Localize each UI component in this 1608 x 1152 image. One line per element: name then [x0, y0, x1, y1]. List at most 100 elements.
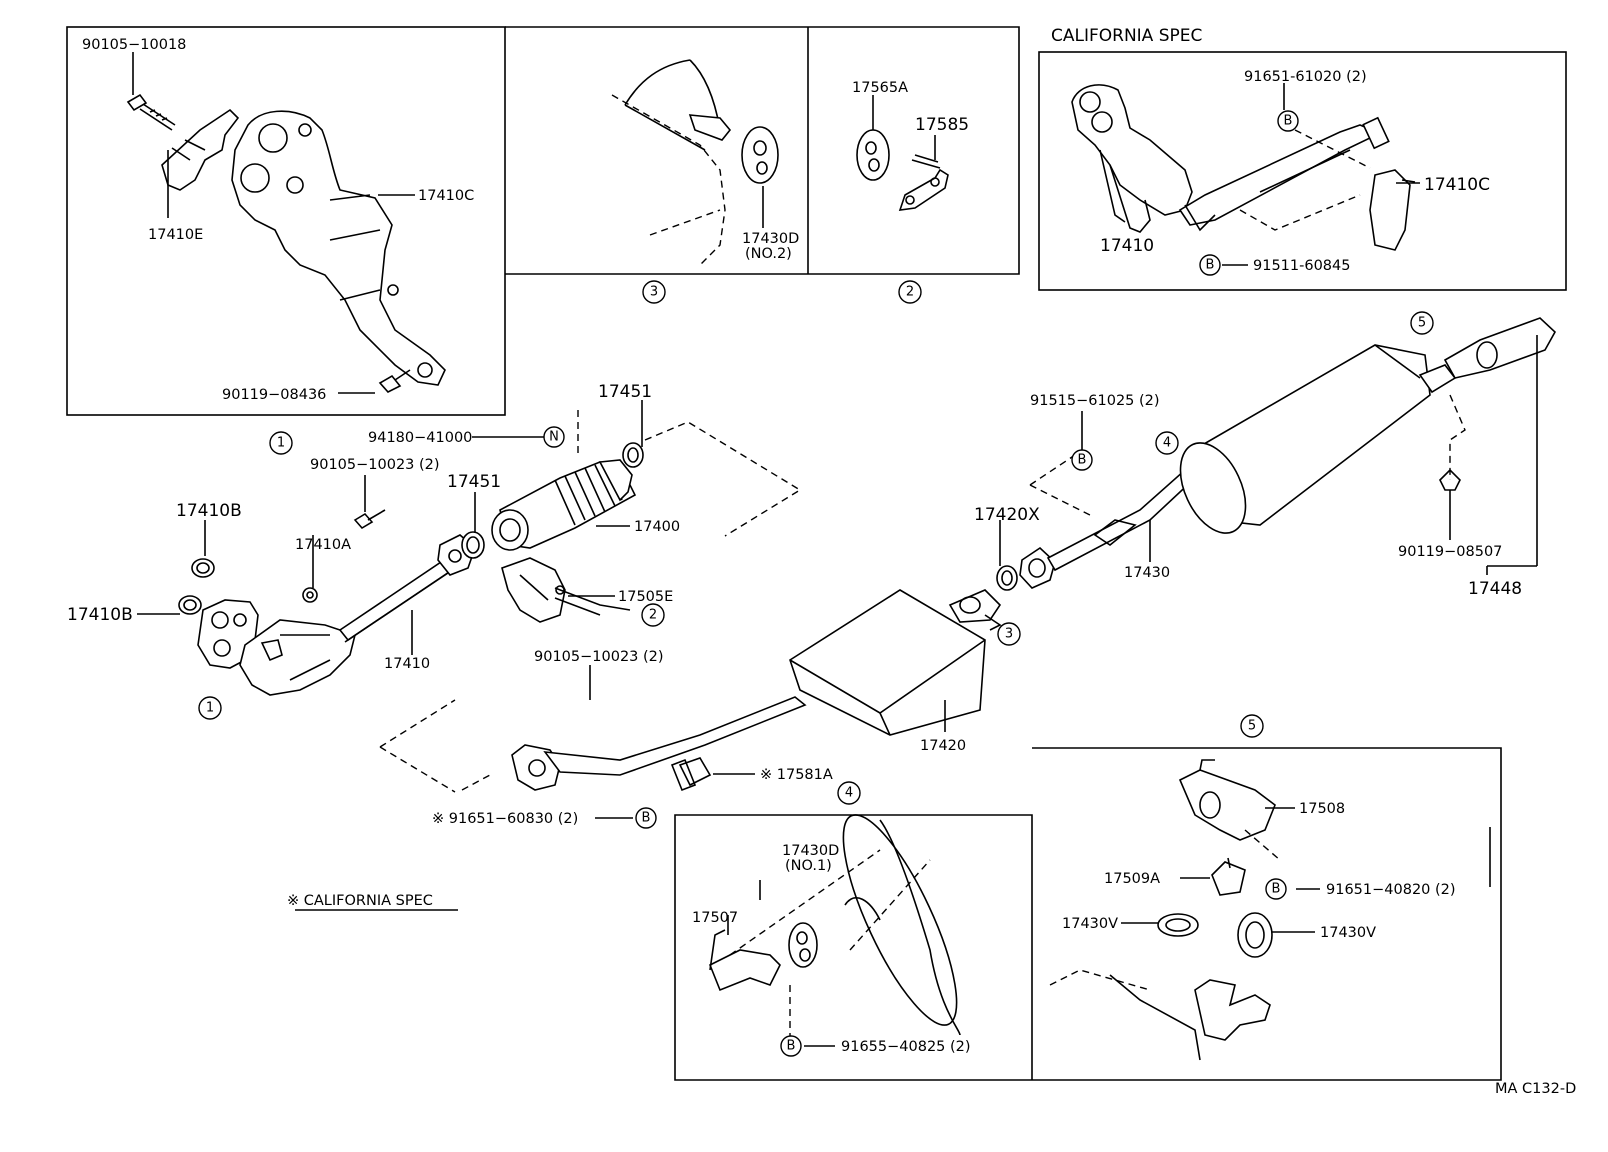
label-17505E: 17505E [618, 589, 673, 605]
catalytic-converter-drawing [461, 410, 802, 559]
label-90119-08436: 90119−08436 [222, 387, 326, 403]
label-17410C-inset: 17410C [418, 188, 474, 204]
callout-b-cal-lower-text: B [1206, 258, 1215, 273]
label-17410E: 17410E [148, 227, 203, 243]
label-91651-61020: 91651-61020 (2) [1244, 69, 1367, 85]
callout-4-inset [837, 781, 861, 805]
california-spec-note: ※ CALIFORNIA SPEC [287, 893, 433, 909]
label-17509A: 17509A [1104, 871, 1160, 887]
part-labels: CALIFORNIA SPEC 90105−10018 17410E 17410… [67, 26, 1576, 1097]
label-91651-40820: 91651−40820 (2) [1326, 882, 1456, 898]
hanger-insert-5-drawing [1049, 759, 1281, 1061]
callout-3-inset [642, 280, 666, 304]
leader-lines [132, 52, 1538, 1047]
label-94180-41000: 94180−41000 [368, 430, 472, 446]
label-17430: 17430 [1124, 565, 1170, 581]
label-17430V-left: 17430V [1062, 916, 1118, 932]
label-17585: 17585 [915, 115, 969, 135]
callout-1-upper [269, 431, 293, 455]
inset-box-3-and-2 [505, 26, 1020, 275]
label-90105-10023-upper: 90105−10023 (2) [310, 457, 440, 473]
callout-4-main [1155, 431, 1179, 455]
label-91515-61025: 91515−61025 (2) [1030, 393, 1160, 409]
label-17451-lower: 17451 [447, 472, 501, 492]
label-17400: 17400 [634, 519, 680, 535]
callout-b-main-lower-text: B [642, 811, 651, 826]
label-17410A: 17410A [295, 537, 351, 553]
inset-box-1 [66, 26, 506, 416]
heat-shield-17505E-drawing [501, 557, 631, 623]
callout-b-inset4 [780, 1035, 802, 1057]
label-17430D-no1: 17430D [782, 843, 839, 859]
callout-5-inset [1240, 714, 1264, 738]
label-17430D-no2: 17430D [742, 231, 799, 247]
center-pipe-17420-drawing [379, 589, 1002, 793]
front-pipe-drawing [197, 534, 476, 696]
callout-b-cal-upper [1277, 110, 1299, 132]
callout-b-main-lower [635, 807, 657, 829]
bolt-90105-10023-upper [353, 509, 386, 530]
label-17410B-upper: 17410B [176, 501, 242, 521]
callout-1-lower [198, 696, 222, 720]
callout-1-lower-text: 1 [206, 701, 214, 716]
callout-4-inset-text: 4 [845, 786, 853, 801]
callout-3-inset-text: 3 [650, 285, 658, 300]
label-17451-upper: 17451 [598, 382, 652, 402]
label-17410B-lower: 17410B [67, 605, 133, 625]
label-17507: 17507 [692, 910, 738, 926]
callout-b-main-upper [1071, 449, 1093, 471]
gaskets-17410B [178, 558, 215, 615]
manifold-bracket-drawing [126, 93, 446, 393]
callout-1-upper-text: 1 [277, 436, 285, 451]
nut-17410A [302, 587, 318, 603]
hanger-insert-3-drawing [611, 59, 779, 266]
callout-n [543, 426, 565, 448]
label-17420: 17420 [920, 738, 966, 754]
label-17581A: ※ 17581A [760, 767, 833, 783]
callout-b-inset4-text: B [787, 1039, 796, 1054]
callout-2-main-text: 2 [649, 608, 657, 623]
label-17410: 17410 [384, 656, 430, 672]
callout-3-main [997, 622, 1021, 646]
inset-box-4-and-5 [674, 747, 1502, 1081]
label-17430D-no2-sub: (NO.2) [745, 246, 792, 262]
label-91655-40825: 91655−40825 (2) [841, 1039, 971, 1055]
diagram-code: MA C132-D [1495, 1081, 1576, 1097]
label-90119-08507: 90119−08507 [1398, 544, 1502, 560]
callout-5-main [1410, 311, 1434, 335]
california-spec-heading: CALIFORNIA SPEC [1051, 26, 1202, 46]
label-17448: 17448 [1468, 579, 1522, 599]
label-90105-10023-lower: 90105−10023 (2) [534, 649, 664, 665]
tailpipe-muffler-drawing [1019, 317, 1557, 589]
label-17430D-no1-sub: (NO.1) [785, 858, 832, 874]
label-17420X: 17420X [974, 505, 1040, 525]
callout-b-cal-lower [1199, 254, 1221, 276]
label-91511-60845: 91511-60845 [1253, 258, 1351, 274]
callout-2-inset [898, 280, 922, 304]
label-17565A: 17565A [852, 80, 908, 96]
callout-3-main-text: 3 [1005, 627, 1013, 642]
callout-b-cal-upper-text: B [1284, 114, 1293, 129]
label-17430V-right: 17430V [1320, 925, 1376, 941]
hanger-insert-4-drawing [708, 814, 961, 1040]
label-91651-60830: ※ 91651−60830 (2) [432, 811, 578, 827]
callout-circles: 1 1 3 2 2 3 4 5 4 5 B B N B B B B [198, 110, 1434, 1057]
callout-2-main [641, 603, 665, 627]
california-converter-drawing [1071, 84, 1416, 251]
label-90105-10018: 90105−10018 [82, 37, 186, 53]
callout-5-inset-text: 5 [1248, 719, 1256, 734]
label-17410C-california: 17410C [1424, 175, 1490, 195]
inset-box-california [1038, 51, 1567, 291]
callout-b-main-upper-text: B [1078, 453, 1087, 468]
callout-n-text: N [549, 430, 559, 445]
callout-4-main-text: 4 [1163, 436, 1171, 451]
label-17410-california: 17410 [1100, 236, 1154, 256]
gasket-17420X-drawing [996, 565, 1018, 591]
callout-b-inset5-text: B [1272, 882, 1281, 897]
callout-2-inset-text: 2 [906, 285, 914, 300]
callout-b-inset5 [1265, 878, 1287, 900]
hanger-insert-2-drawing [856, 95, 949, 211]
label-17508: 17508 [1299, 801, 1345, 817]
callout-5-main-text: 5 [1418, 316, 1426, 331]
